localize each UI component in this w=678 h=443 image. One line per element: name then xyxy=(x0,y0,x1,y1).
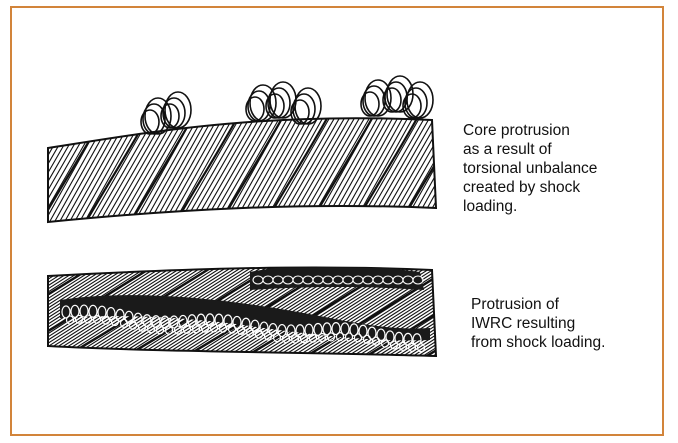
rope-core-protrusion xyxy=(0,76,527,232)
caption-core-protrusion: Core protrusion as a result of torsional… xyxy=(463,121,663,216)
caption-iwrc-protrusion: Protrusion of IWRC resulting from shock … xyxy=(471,295,671,352)
